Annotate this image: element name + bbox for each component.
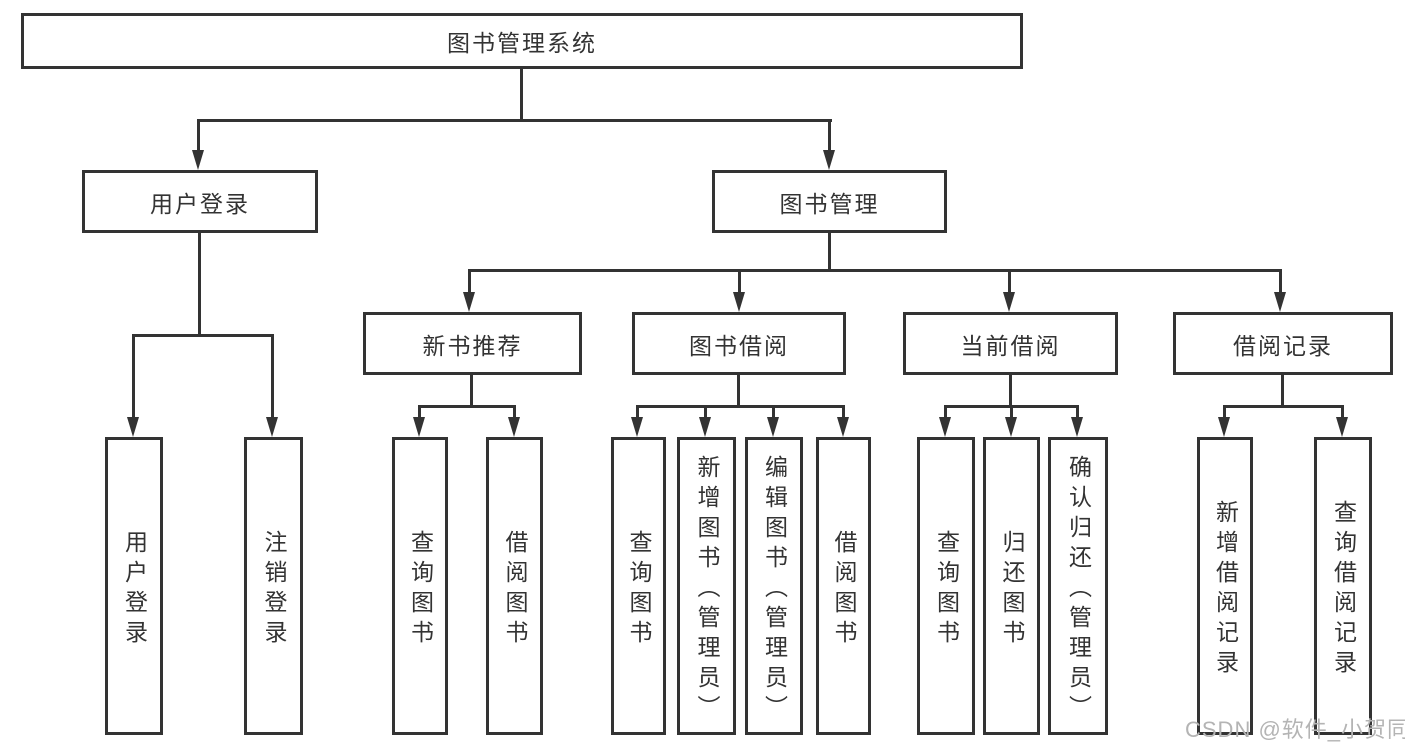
connector-line [132, 334, 135, 421]
connector-line [1281, 375, 1284, 406]
leaf-label: 归还图书 [999, 530, 1025, 650]
csdn-watermark: CSDN @软件_小贺同学 [1185, 717, 1405, 742]
node-label: 借阅记录 [1233, 332, 1333, 359]
node-new-book-recommendation: 新书推荐 [363, 312, 582, 375]
node-label: 图书借阅 [689, 332, 789, 359]
arrow-down-icon [192, 150, 204, 170]
node-label: 用户登录 [150, 190, 250, 217]
leaf-borrow-books-2: 借阅图书 [816, 437, 871, 735]
leaf-label: 查询图书 [626, 530, 652, 650]
connector-line [1008, 269, 1011, 297]
arrow-down-icon [508, 417, 520, 437]
connector-line [738, 269, 741, 297]
connector-line [271, 334, 274, 421]
node-label: 新书推荐 [422, 332, 523, 359]
connector-line [772, 405, 775, 421]
connector-line [198, 233, 201, 334]
arrow-down-icon [413, 417, 425, 437]
node-label: 当前借阅 [960, 332, 1061, 359]
leaf-label: 借阅图书 [831, 530, 857, 650]
arrow-down-icon [631, 417, 643, 437]
leaf-label: 查询借阅记录 [1330, 500, 1357, 680]
connector-line [1076, 405, 1079, 421]
leaf-add-book-admin: 新增图书（管理员） [677, 437, 736, 735]
arrow-down-icon [1274, 292, 1286, 312]
arrow-down-icon [733, 292, 745, 312]
node-user-login: 用户登录 [82, 170, 318, 233]
arrow-down-icon [266, 417, 278, 437]
node-book-borrowing: 图书借阅 [632, 312, 846, 375]
connector-line [418, 405, 516, 408]
connector-line [828, 233, 831, 270]
arrow-down-icon [1003, 292, 1015, 312]
node-label: 图书管理 [779, 190, 880, 217]
leaf-return-book: 归还图书 [983, 437, 1040, 735]
leaf-label: 新增图书（管理员） [694, 455, 720, 725]
node-label: 图书管理系统 [447, 30, 597, 56]
arrow-down-icon [1336, 417, 1348, 437]
leaf-label: 查询图书 [933, 530, 960, 650]
connector-line [636, 405, 639, 421]
connector-line [828, 119, 831, 155]
connector-line [704, 405, 707, 421]
connector-line [737, 375, 740, 406]
connector-line [636, 405, 845, 408]
leaf-add-borrow-record: 新增借阅记录 [1197, 437, 1253, 735]
connector-line [842, 405, 845, 421]
connector-line [944, 405, 947, 421]
leaf-label: 确认归还（管理员） [1065, 455, 1092, 725]
connector-line [1223, 405, 1344, 408]
leaf-confirm-return-admin: 确认归还（管理员） [1048, 437, 1108, 735]
node-book-management: 图书管理 [712, 170, 947, 233]
connector-line [197, 119, 832, 122]
connector-line [1009, 375, 1012, 406]
node-library-management-system: 图书管理系统 [21, 13, 1023, 69]
connector-line [1341, 405, 1344, 421]
arrow-down-icon [127, 417, 139, 437]
arrow-down-icon [1071, 417, 1083, 437]
connector-line [470, 375, 473, 406]
arrow-down-icon [823, 150, 835, 170]
arrow-down-icon [939, 417, 951, 437]
connector-line [520, 69, 523, 119]
connector-line [197, 119, 200, 155]
leaf-query-books-2: 查询图书 [611, 437, 666, 735]
leaf-user-login: 用户登录 [105, 437, 163, 735]
connector-line [132, 334, 274, 337]
leaf-query-books-1: 查询图书 [392, 437, 448, 735]
leaf-logout: 注销登录 [244, 437, 303, 735]
node-current-borrowing: 当前借阅 [903, 312, 1118, 375]
connector-line [468, 269, 471, 297]
leaf-label: 借阅图书 [502, 530, 528, 650]
arrow-down-icon [837, 417, 849, 437]
leaf-label: 注销登录 [261, 530, 287, 650]
connector-line [1010, 405, 1013, 421]
connector-line [1279, 269, 1282, 297]
leaf-query-books-3: 查询图书 [917, 437, 975, 735]
leaf-edit-book-admin: 编辑图书（管理员） [745, 437, 803, 735]
connector-line [1223, 405, 1226, 421]
arrow-down-icon [1218, 417, 1230, 437]
leaf-label: 新增借阅记录 [1212, 500, 1239, 680]
arrow-down-icon [699, 417, 711, 437]
connector-line [418, 405, 421, 421]
arrow-down-icon [767, 417, 779, 437]
node-borrowing-records: 借阅记录 [1173, 312, 1393, 375]
leaf-label: 用户登录 [121, 530, 148, 650]
leaf-borrow-books-1: 借阅图书 [486, 437, 543, 735]
arrow-down-icon [1005, 417, 1017, 437]
leaf-label: 查询图书 [407, 530, 434, 650]
leaf-query-borrow-record: 查询借阅记录 [1314, 437, 1372, 735]
connector-line [513, 405, 516, 421]
connector-line [468, 269, 1282, 272]
arrow-down-icon [463, 292, 475, 312]
leaf-label: 编辑图书（管理员） [761, 455, 788, 725]
